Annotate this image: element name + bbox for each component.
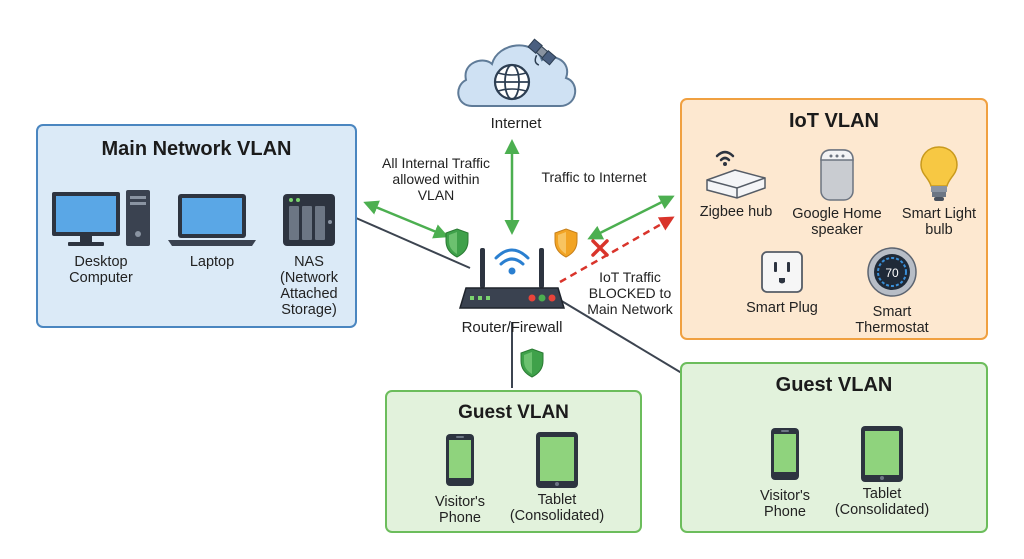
satellite-icon bbox=[527, 38, 557, 66]
router-label: Router/Firewall bbox=[461, 319, 563, 336]
iot-vlan: IoT VLAN Zigbee hub Google Home speaker bbox=[680, 98, 988, 340]
tablet-icon bbox=[861, 426, 903, 482]
phone-icon bbox=[771, 428, 799, 480]
nas-icon bbox=[283, 194, 335, 246]
guest-vlan-right: Guest VLAN Visitor's Phone Tablet (Conso… bbox=[680, 362, 988, 533]
wifi-icon bbox=[494, 248, 530, 275]
speaker-icon bbox=[820, 149, 854, 201]
arrow-iot-internet bbox=[587, 195, 675, 240]
device-nas: NAS (Network Attached Storage) bbox=[266, 192, 352, 318]
phone-icon bbox=[446, 434, 474, 486]
iot-vlan-title: IoT VLAN bbox=[789, 110, 879, 132]
thermostat-display: 70 bbox=[885, 266, 899, 280]
laptop-icon bbox=[168, 194, 256, 246]
device-smart-plug: Smart Plug bbox=[732, 250, 832, 316]
router-node: Router/Firewall bbox=[440, 236, 584, 336]
cloud-icon bbox=[457, 38, 576, 107]
device-google-home: Google Home speaker bbox=[784, 146, 890, 238]
plug-icon bbox=[761, 251, 803, 293]
guest-vlan-center: Guest VLAN Visitor's Phone Tablet (Conso… bbox=[385, 390, 642, 533]
router-icon bbox=[458, 248, 566, 309]
device-visitor-phone: Visitor's Phone bbox=[750, 426, 820, 520]
main-network-vlan: Main Network VLAN Desktop Computer Lapto… bbox=[36, 124, 357, 328]
bulb-icon bbox=[920, 146, 958, 201]
main-vlan-title: Main Network VLAN bbox=[101, 138, 292, 160]
hub-icon bbox=[706, 150, 766, 199]
desktop-icon bbox=[52, 190, 150, 246]
device-tablet: Tablet (Consolidated) bbox=[505, 430, 609, 524]
internet-label: Internet bbox=[490, 115, 542, 132]
blocked-x-icon bbox=[591, 239, 609, 257]
device-visitor-phone: Visitor's Phone bbox=[425, 432, 495, 526]
note-traffic-to-internet: Traffic to Internet bbox=[541, 169, 647, 185]
arrow-iot-blocked bbox=[559, 216, 675, 284]
device-smart-thermostat: 70 Smart Thermostat bbox=[842, 246, 942, 336]
device-tablet: Tablet (Consolidated) bbox=[830, 424, 934, 518]
shield-icon bbox=[445, 228, 469, 258]
tablet-icon bbox=[536, 432, 578, 488]
arrow-internal-traffic bbox=[363, 200, 449, 239]
device-smart-bulb: Smart Light bulb bbox=[892, 144, 986, 238]
thermostat-icon: 70 bbox=[867, 247, 917, 297]
guest-vlan-center-title: Guest VLAN bbox=[458, 402, 569, 423]
device-laptop: Laptop bbox=[166, 192, 258, 270]
device-desktop: Desktop Computer bbox=[46, 188, 156, 286]
note-iot-blocked: IoT Traffic BLOCKED to Main Network bbox=[587, 269, 673, 317]
internet-node: Internet bbox=[450, 32, 582, 132]
shield-icon bbox=[520, 348, 544, 378]
guest-vlan-right-title: Guest VLAN bbox=[775, 374, 893, 396]
device-zigbee-hub: Zigbee hub bbox=[690, 146, 782, 220]
cable-router-to-guest-right bbox=[559, 299, 691, 379]
globe-icon bbox=[493, 63, 531, 101]
shield-icon bbox=[554, 228, 578, 258]
note-internal-traffic: All Internal Traffic allowed within VLAN bbox=[382, 155, 490, 203]
